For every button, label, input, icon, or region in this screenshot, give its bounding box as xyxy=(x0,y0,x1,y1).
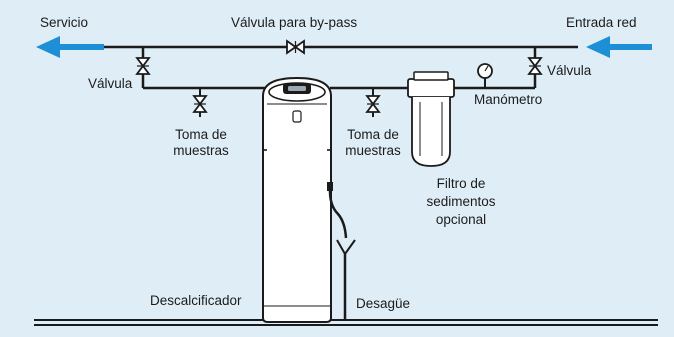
label-desague: Desagüe xyxy=(356,296,411,311)
gate-valve-icon xyxy=(135,57,151,75)
sediment-filter xyxy=(407,71,455,167)
label-entrada-red: Entrada red xyxy=(566,15,637,30)
label-descalcificador: Descalcificador xyxy=(150,293,242,308)
arrow-left-icon xyxy=(586,36,652,58)
gate-valve-icon xyxy=(286,39,305,55)
label-filtro-line3: opcional xyxy=(435,212,487,227)
label-valvula-right: Válvula xyxy=(547,63,592,78)
label-filtro-sedimentos: Filtro de sedimentos opcional xyxy=(416,175,506,229)
sample-tap-right xyxy=(365,88,381,117)
label-toma-right-line2: muestras xyxy=(345,143,401,158)
label-valvula-bypass: Válvula para by-pass xyxy=(231,15,358,30)
label-manometro: Manómetro xyxy=(474,92,543,107)
label-filtro-line1: Filtro de xyxy=(436,176,486,191)
sample-tap-left xyxy=(192,88,208,117)
label-toma-right-line1: Toma de xyxy=(347,127,399,142)
gate-valve-icon xyxy=(527,57,543,75)
arrow-left-icon xyxy=(36,36,104,58)
label-valvula-left: Válvula xyxy=(88,76,133,91)
label-toma-muestras-left: Toma de muestras xyxy=(166,127,236,159)
label-servicio: Servicio xyxy=(40,15,89,30)
water-softener-unit xyxy=(262,76,332,323)
label-filtro-line2: sedimentos xyxy=(426,194,496,209)
label-toma-muestras-right: Toma de muestras xyxy=(338,127,408,159)
drain-line xyxy=(327,182,356,320)
label-toma-left-line1: Toma de xyxy=(175,127,227,142)
label-toma-left-line2: muestras xyxy=(173,143,229,158)
pressure-gauge-icon xyxy=(477,63,493,88)
floor xyxy=(34,319,658,326)
